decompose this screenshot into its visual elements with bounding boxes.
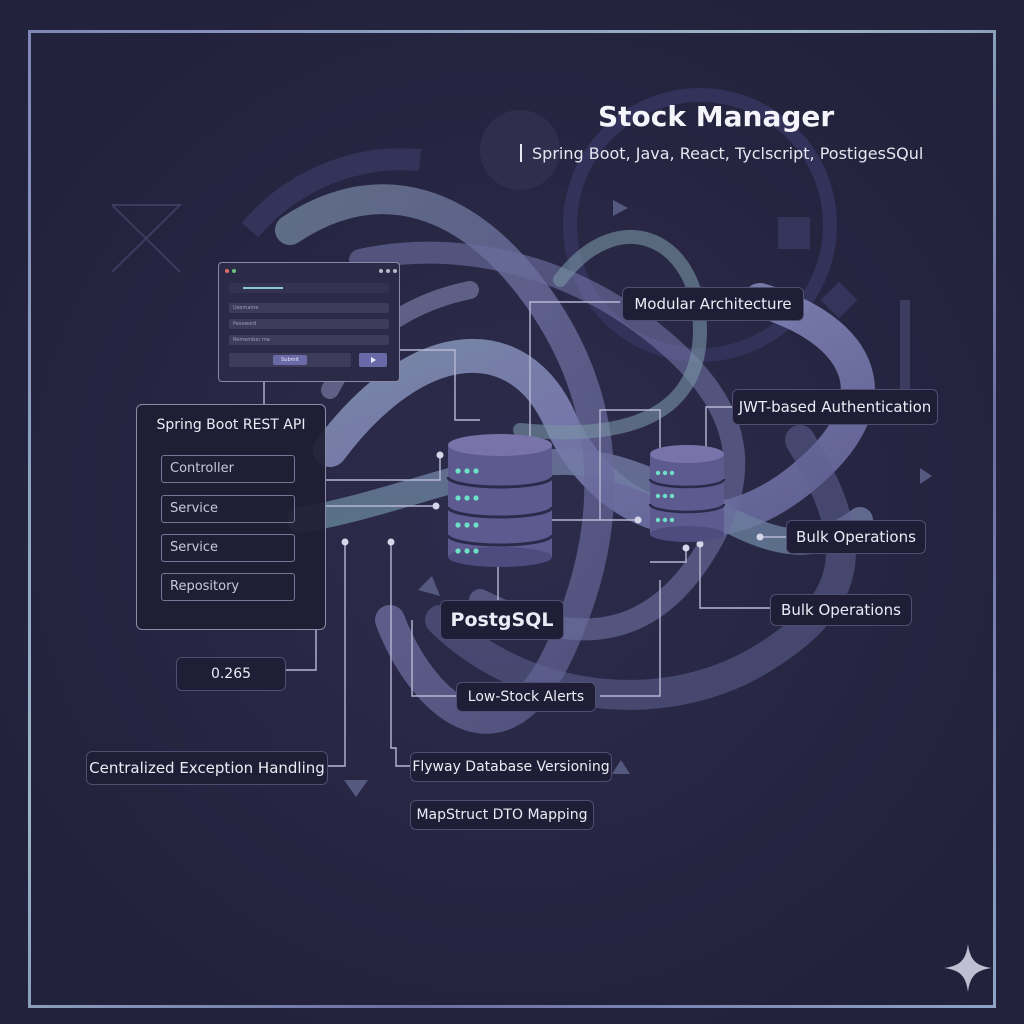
window-menu-dot-icon (386, 269, 390, 273)
window-field-password[interactable]: Password (229, 319, 389, 329)
window-maximize-dot-icon (232, 269, 236, 273)
window-submit-button[interactable]: Submit (273, 355, 307, 365)
layer-service-2: Service (161, 534, 295, 562)
tech-stack-subtitle: Spring Boot, Java, React, Tyclscript, Po… (520, 144, 923, 163)
window-search-progress (243, 287, 283, 289)
flyway-versioning-label: Flyway Database Versioning (410, 752, 612, 782)
jwt-auth-label: JWT-based Authentication (732, 389, 938, 425)
value-box: 0.265 (176, 657, 286, 691)
mapstruct-mapping-label: MapStruct DTO Mapping (410, 800, 594, 830)
login-window-mockup: Username Password Remember me Submit (218, 262, 400, 382)
play-icon (370, 357, 376, 363)
window-submit-row: Submit (229, 353, 351, 367)
layer-controller: Controller (161, 455, 295, 483)
subtitle-text: Spring Boot, Java, React, Tyclscript, Po… (532, 144, 924, 163)
page-title: Stock Manager (598, 100, 835, 133)
api-box-title: Spring Boot REST API (156, 417, 306, 433)
window-field-remember[interactable]: Remember me (229, 335, 389, 345)
modular-architecture-label: Modular Architecture (622, 287, 804, 321)
window-field-username[interactable]: Username (229, 303, 389, 313)
window-play-button[interactable] (359, 353, 387, 367)
window-menu-dot-icon (379, 269, 383, 273)
layer-service: Service (161, 495, 295, 523)
sparkle-icon (944, 944, 992, 992)
subtitle-bar-icon (520, 144, 522, 162)
window-menu-dot-icon (393, 269, 397, 273)
window-search-bar[interactable] (229, 283, 389, 293)
low-stock-alerts-label: Low-Stock Alerts (456, 682, 596, 712)
bulk-operations-label-2: Bulk Operations (770, 594, 912, 626)
bulk-operations-label-1: Bulk Operations (786, 520, 926, 554)
window-close-dot-icon (225, 269, 229, 273)
spring-boot-api-box: Spring Boot REST API Controller Service … (136, 404, 326, 630)
layer-repository: Repository (161, 573, 295, 601)
exception-handling-label: Centralized Exception Handling (86, 751, 328, 785)
postgres-label: PostgSQL (440, 600, 564, 640)
